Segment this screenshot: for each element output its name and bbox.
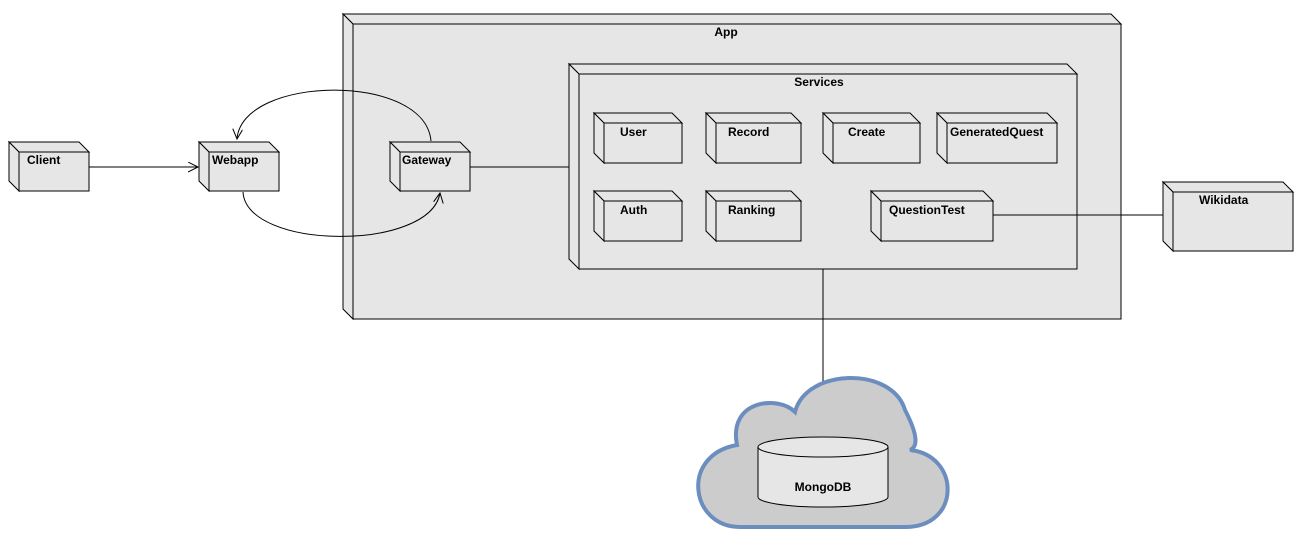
record-node[interactable]: Record [704, 111, 803, 165]
webapp-label: Webapp [212, 153, 258, 167]
user-label: User [620, 125, 647, 139]
create-node[interactable]: Create [821, 111, 922, 165]
client-label: Client [27, 153, 60, 167]
questiontest-node[interactable]: QuestionTest [869, 189, 995, 243]
generatedquest-label: GeneratedQuest [950, 125, 1043, 139]
wikidata-node[interactable]: Wikidata [1161, 180, 1295, 253]
create-label: Create [848, 125, 886, 139]
generatedquest-node[interactable]: GeneratedQuest [935, 111, 1059, 165]
record-label: Record [728, 125, 769, 139]
ranking-node[interactable]: Ranking [704, 189, 803, 243]
webapp-node[interactable]: Webapp [197, 140, 281, 193]
services-label: Services [794, 75, 844, 89]
questiontest-label: QuestionTest [889, 203, 965, 217]
app-label: App [714, 25, 737, 39]
client-node[interactable]: Client [7, 140, 91, 193]
mongodb-database[interactable]: MongoDB [757, 436, 889, 508]
user-node[interactable]: User [592, 111, 684, 165]
ranking-label: Ranking [728, 203, 775, 217]
gateway-label: Gateway [402, 153, 452, 167]
mongodb-label: MongoDB [795, 480, 852, 494]
auth-label: Auth [620, 203, 647, 217]
webapp-gateway-arrow [242, 192, 440, 237]
wikidata-label: Wikidata [1199, 193, 1249, 207]
gateway-node[interactable]: Gateway [388, 140, 472, 193]
gateway-webapp-arrow [237, 89, 432, 142]
auth-node[interactable]: Auth [592, 189, 684, 243]
